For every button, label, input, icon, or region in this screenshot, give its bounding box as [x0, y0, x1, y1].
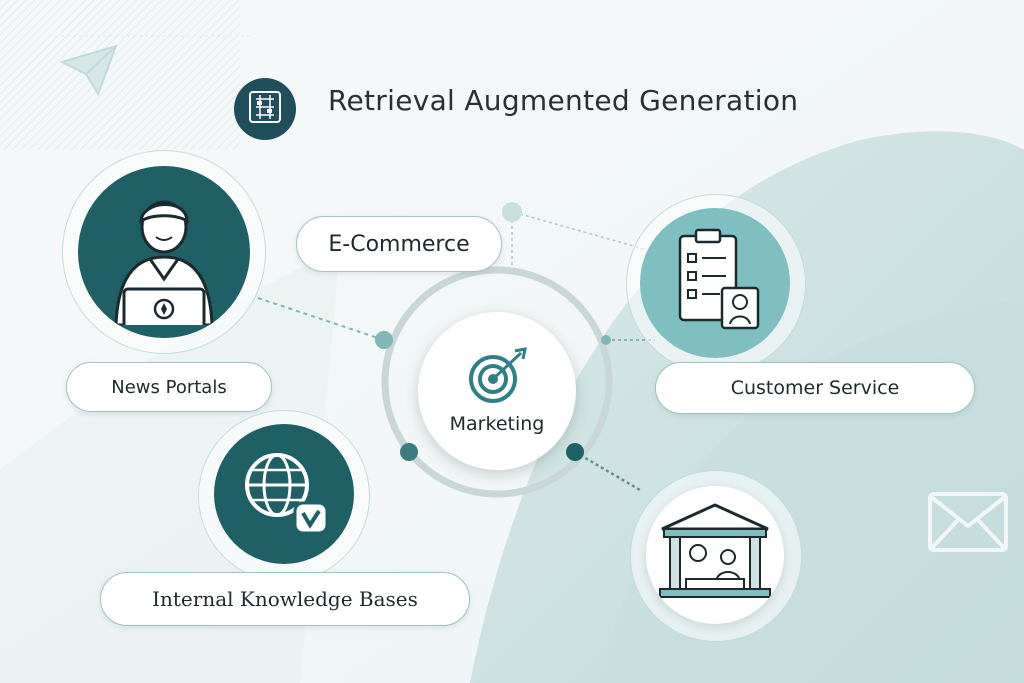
node-dot-right	[601, 335, 611, 345]
paper-plane-icon	[58, 42, 122, 98]
bank-service-icon-disc	[646, 486, 784, 624]
target-arrow-icon	[465, 347, 529, 409]
marketing-hub[interactable]: Marketing	[418, 312, 576, 470]
bank-building-icon	[656, 501, 774, 609]
connector-customer-service-top	[519, 213, 649, 251]
envelope-icon	[928, 492, 1008, 552]
internal-knowledge-bases-label[interactable]: Internal Knowledge Bases	[100, 572, 470, 626]
internal-knowledge-bases-icon-disc	[214, 424, 354, 564]
news-portals-label[interactable]: News Portals	[66, 362, 272, 412]
node-dot-bottom-right	[566, 443, 584, 461]
clipboard-checklist-icon	[660, 226, 770, 340]
e-commerce-label[interactable]: E-Commerce	[296, 216, 502, 272]
hub-ring	[381, 266, 613, 498]
node-dot-bottom-left	[400, 443, 418, 461]
header-logo	[234, 78, 296, 140]
node-dot-left	[375, 331, 393, 349]
customer-service-icon-disc	[640, 208, 790, 358]
page-title: Retrieval Augmented Generation	[328, 84, 799, 117]
connector-bank-service	[574, 450, 641, 492]
news-portals-icon-disc	[78, 166, 250, 338]
hub-label: Marketing	[449, 413, 545, 435]
customer-service-label[interactable]: Customer Service	[655, 362, 975, 414]
connector-news-portals	[257, 297, 385, 341]
globe-check-icon	[229, 437, 339, 551]
network-grid-icon	[247, 89, 283, 129]
person-laptop-icon	[94, 175, 234, 335]
node-dot-top	[502, 202, 522, 222]
